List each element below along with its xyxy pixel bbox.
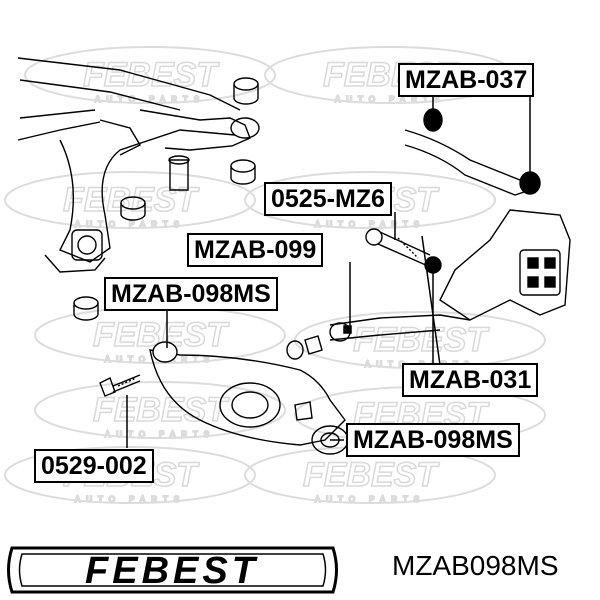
knuckle: [329, 209, 571, 342]
watermark-oval: [4, 446, 256, 504]
callout-mzab-098ms-bottom: MZAB-098MS: [346, 423, 520, 457]
watermark-text: FEBEST: [353, 321, 490, 359]
upper-arm: [404, 108, 541, 196]
bushing-parts: [73, 77, 259, 321]
part-number: MZAB098MS: [392, 550, 559, 581]
watermark-subtext: AUTO PARTS: [335, 95, 445, 104]
toe-link: [365, 228, 442, 274]
watermark-subtext: AUTO PARTS: [315, 220, 425, 229]
watermark-oval: [4, 171, 256, 229]
watermark-text: FEBEST: [83, 56, 220, 94]
callout-0529-002: 0529-002: [34, 449, 154, 483]
watermark-oval: [244, 171, 496, 229]
watermark-subtext: AUTO PARTS: [105, 430, 215, 439]
callout-0525-mz6: 0525-MZ6: [264, 182, 392, 216]
logo-text: FEBEST: [85, 550, 259, 592]
callout-mzab-037: MZAB-037: [398, 63, 535, 97]
watermark-subtext: AUTO PARTS: [315, 495, 425, 504]
bolt: [99, 374, 141, 397]
watermark-text: FEBEST: [93, 391, 230, 429]
watermark-subtext: AUTO PARTS: [75, 220, 185, 229]
leader-lines: [126, 95, 531, 448]
nuts: [286, 335, 323, 360]
watermark-text: FEBEST: [303, 456, 440, 494]
callout-mzab-098ms-top: MZAB-098MS: [104, 277, 278, 311]
lower-arm: [149, 341, 349, 455]
watermark-subtext: AUTO PARTS: [95, 95, 205, 104]
watermark-text: FEBEST: [63, 181, 200, 219]
watermark-oval: [34, 381, 286, 439]
callout-mzab-031: MZAB-031: [402, 363, 539, 397]
subframe: [17, 57, 260, 273]
callout-mzab-099: MZAB-099: [187, 233, 324, 267]
febest-logo: FEBEST: [7, 546, 338, 594]
watermark-subtext: AUTO PARTS: [75, 495, 185, 504]
